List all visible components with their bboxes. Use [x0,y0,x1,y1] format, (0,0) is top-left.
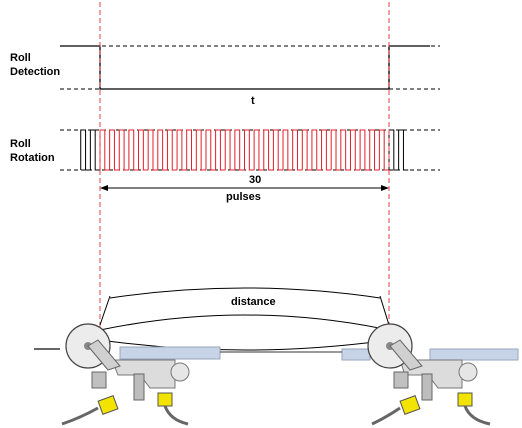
pulse-6 [147,129,158,171]
pulse-9 [176,129,187,171]
pulse-count-label: 30 [249,174,261,186]
distance-label: distance [231,296,276,308]
pulse-1 [99,129,110,171]
distance-left-tick [99,295,111,326]
pulse-2 [109,129,120,171]
pulse-3 [118,129,129,171]
left-cable-2 [163,405,189,426]
pulse-post-1 [388,129,399,171]
pulse-14 [224,129,235,171]
pulse-10 [186,129,197,171]
pulse-26 [340,129,351,171]
pulse-12 [205,129,216,171]
right-roller-arm [389,339,423,371]
rail-right [429,348,519,361]
pulse-22 [301,129,312,171]
right-sensor-body [393,371,409,389]
pulse-24 [321,129,332,171]
time-label: t [251,95,255,107]
pulse-17 [253,129,264,171]
left-sensor-yellow-icon [97,395,119,415]
roll-detection-label-2: Detection [10,66,60,78]
left-sensor2-yellow-icon [157,392,173,407]
pulse-21 [292,129,303,171]
right-bracket-knob [458,362,478,382]
roll-detection-signal [60,45,440,90]
pulse-23 [311,129,322,171]
left-sensor-body [91,371,107,389]
pulse-unit-label: pulses [226,191,261,203]
pulse-pre-2 [89,129,100,171]
pulse-13 [215,129,226,171]
right-sensor2-yellow-icon [457,392,473,407]
pulse-20 [282,129,293,171]
roll-rotation-signal [60,129,440,171]
left-roller-assembly [61,323,190,426]
roll-rotation-label-2: Rotation [10,152,55,164]
web-upper-curve [99,314,390,331]
pulse-train [80,129,409,171]
pulse-28 [359,129,370,171]
pulse-30 [378,129,389,171]
pulse-25 [330,129,341,171]
pulse-16 [244,129,255,171]
web-lower-curve [99,339,390,351]
right-sensor-yellow-icon [399,395,421,415]
pulse-11 [195,129,206,171]
right-post [421,373,433,401]
pulse-19 [272,129,284,171]
left-roller-arm [87,339,121,371]
distance-arc [109,287,381,299]
distance-measure [99,287,390,326]
distance-right-tick [379,295,390,326]
pulse-pre-1 [80,129,91,171]
right-cable-2 [463,405,491,426]
pulse-27 [349,129,361,171]
rail-left [119,346,221,360]
detection-waveform [60,45,430,90]
rail-middle [341,348,371,361]
span-arrow-right-head [381,185,389,191]
pulse-29 [369,129,380,171]
pulse-15 [234,129,245,171]
left-cable [61,406,99,426]
pulse-span-arrow [100,185,389,191]
right-cable [371,406,401,426]
pulse-18 [263,129,274,171]
span-arrow-left-head [100,185,108,191]
pulse-8 [166,129,178,171]
roll-rotation-label-1: Roll [10,138,31,150]
pulse-7 [157,129,168,171]
roll-detection-label-1: Roll [10,52,31,64]
left-bracket-knob [170,362,190,382]
right-roller-assembly [367,323,491,426]
left-post [133,373,145,401]
pulse-5 [138,129,149,171]
pulse-4 [128,129,139,171]
pulse-post-2 [398,129,409,171]
